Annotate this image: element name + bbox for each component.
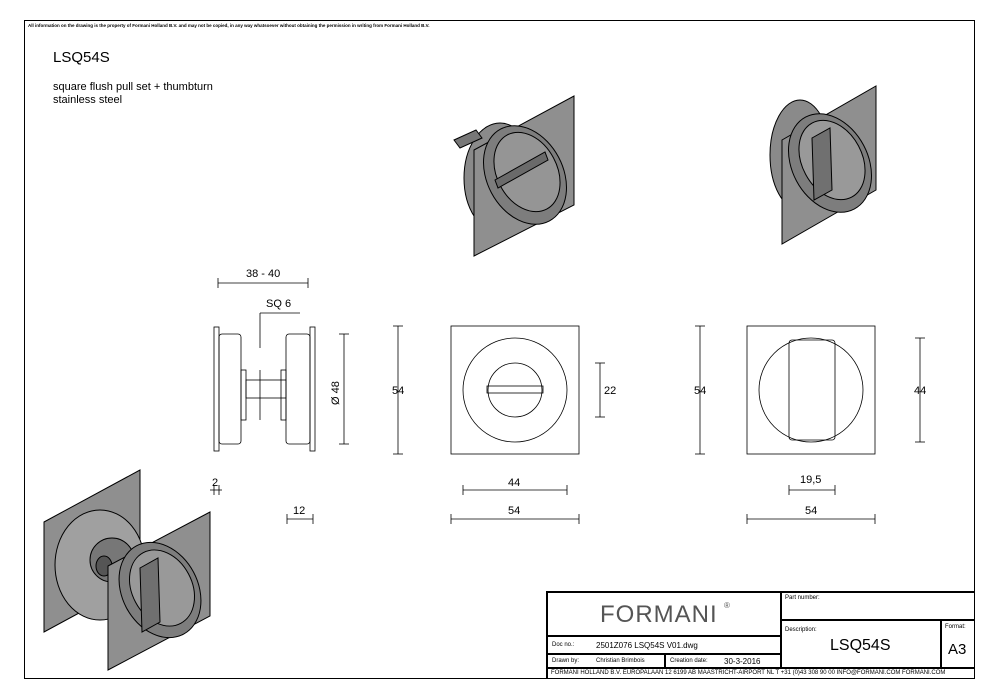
title-block: FORMANI ® Doc no.: 2501Z076 LSQ54S V01.d… bbox=[546, 591, 975, 679]
dim-2: 2 bbox=[212, 477, 219, 489]
iso-view-pull bbox=[769, 85, 877, 245]
dim-54-b: 54 bbox=[508, 505, 521, 517]
creation-date-cell: Creation date: 30-3-2016 bbox=[665, 654, 781, 668]
part-number-cell: Part number: bbox=[781, 592, 975, 620]
drawn-by-value: Christian Brimbois bbox=[596, 658, 645, 664]
footer-row: FORMANI HOLLAND B.V. EUROPALAAN 12 6199 … bbox=[547, 668, 975, 679]
dim-38-40: 38 - 40 bbox=[246, 268, 281, 280]
dim-19-5: 19,5 bbox=[800, 474, 822, 486]
description-label: Description: bbox=[785, 627, 817, 633]
doc-no-value: 2501Z076 LSQ54S V01.dwg bbox=[596, 641, 698, 650]
creation-date-label: Creation date: bbox=[670, 658, 708, 664]
dim-sq6: SQ 6 bbox=[266, 298, 292, 310]
dim-dia48: Ø 48 bbox=[330, 381, 342, 405]
dim-54-c: 54 bbox=[694, 385, 707, 397]
format-label: Format: bbox=[945, 624, 966, 630]
description-value: LSQ54S bbox=[830, 637, 891, 654]
disclaimer-text: All information on the drawing is the pr… bbox=[28, 23, 430, 28]
description-line-1: square flush pull set + thumbturn bbox=[53, 81, 213, 93]
iso-view-assembly bbox=[43, 469, 211, 671]
product-description: square flush pull set + thumbturn stainl… bbox=[53, 81, 213, 107]
drawing-frame bbox=[24, 20, 975, 679]
format-value: A3 bbox=[948, 641, 967, 658]
dim-44-b: 44 bbox=[914, 385, 927, 397]
creation-date-value: 30-3-2016 bbox=[724, 657, 761, 666]
front-view-pull bbox=[695, 325, 925, 524]
footer-text: FORMANI HOLLAND B.V. EUROPALAAN 12 6199 … bbox=[551, 670, 946, 676]
dim-22: 22 bbox=[604, 385, 617, 397]
product-code: LSQ54S bbox=[53, 49, 110, 66]
description-cell: Description: LSQ54S bbox=[781, 620, 941, 668]
doc-no-label: Doc no.: bbox=[552, 642, 575, 648]
dim-44-a: 44 bbox=[508, 477, 521, 489]
dim-54-a: 54 bbox=[392, 385, 405, 397]
doc-no-row: Doc no.: 2501Z076 LSQ54S V01.dwg bbox=[547, 636, 781, 654]
registered-mark: ® bbox=[724, 601, 730, 610]
drawn-by-label: Drawn by: bbox=[552, 658, 580, 664]
brand-logo: FORMANI bbox=[600, 601, 718, 628]
drawn-by-cell: Drawn by: Christian Brimbois bbox=[547, 654, 665, 668]
iso-view-thumbturn bbox=[453, 95, 575, 257]
side-view bbox=[210, 278, 349, 524]
logo-cell: FORMANI ® bbox=[547, 592, 781, 636]
description-line-2: stainless steel bbox=[53, 94, 123, 106]
format-cell: Format: A3 bbox=[941, 620, 975, 668]
part-number-label: Part number: bbox=[785, 595, 820, 601]
dim-12: 12 bbox=[293, 505, 306, 517]
front-view-thumbturn bbox=[393, 325, 605, 524]
dim-54-d: 54 bbox=[805, 505, 818, 517]
